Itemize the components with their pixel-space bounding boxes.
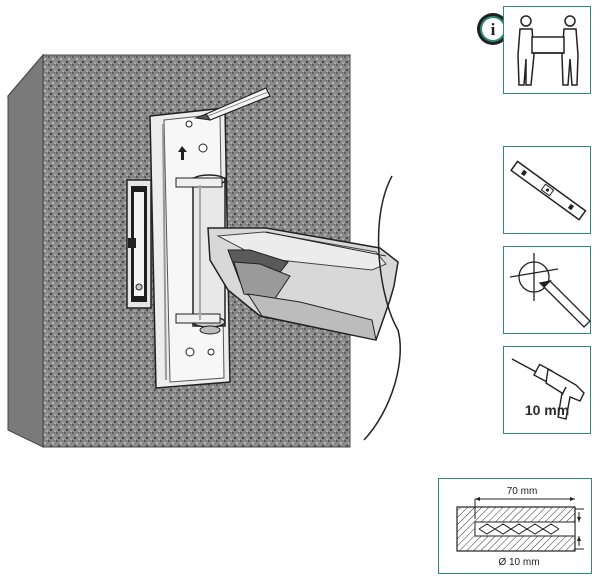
two-person-lift-icon (517, 15, 579, 86)
spirit-level-icon (510, 160, 587, 221)
drill-hole-section-icon (456, 497, 584, 552)
drill-hole-tile: 70 mm Ø 10 mm (438, 478, 592, 574)
pencil (194, 87, 271, 121)
spirit-level-tile (503, 146, 591, 234)
drill-size-label: 10 mm (524, 402, 570, 418)
two-person-lift-tile (503, 6, 591, 94)
info-icon: i (476, 12, 510, 46)
drill-tile: 10 mm (503, 346, 591, 434)
hole-depth-label: 70 mm (506, 486, 538, 497)
pencil-mark-tile (503, 246, 591, 334)
info-glyph: i (491, 20, 496, 39)
pencil-mark-icon (509, 253, 591, 328)
swing-arc (363, 175, 401, 441)
side-clip (126, 179, 152, 309)
awning-arm (207, 227, 399, 341)
hole-diameter-label: Ø 10 mm (498, 557, 540, 568)
drill-icon (511, 358, 585, 420)
